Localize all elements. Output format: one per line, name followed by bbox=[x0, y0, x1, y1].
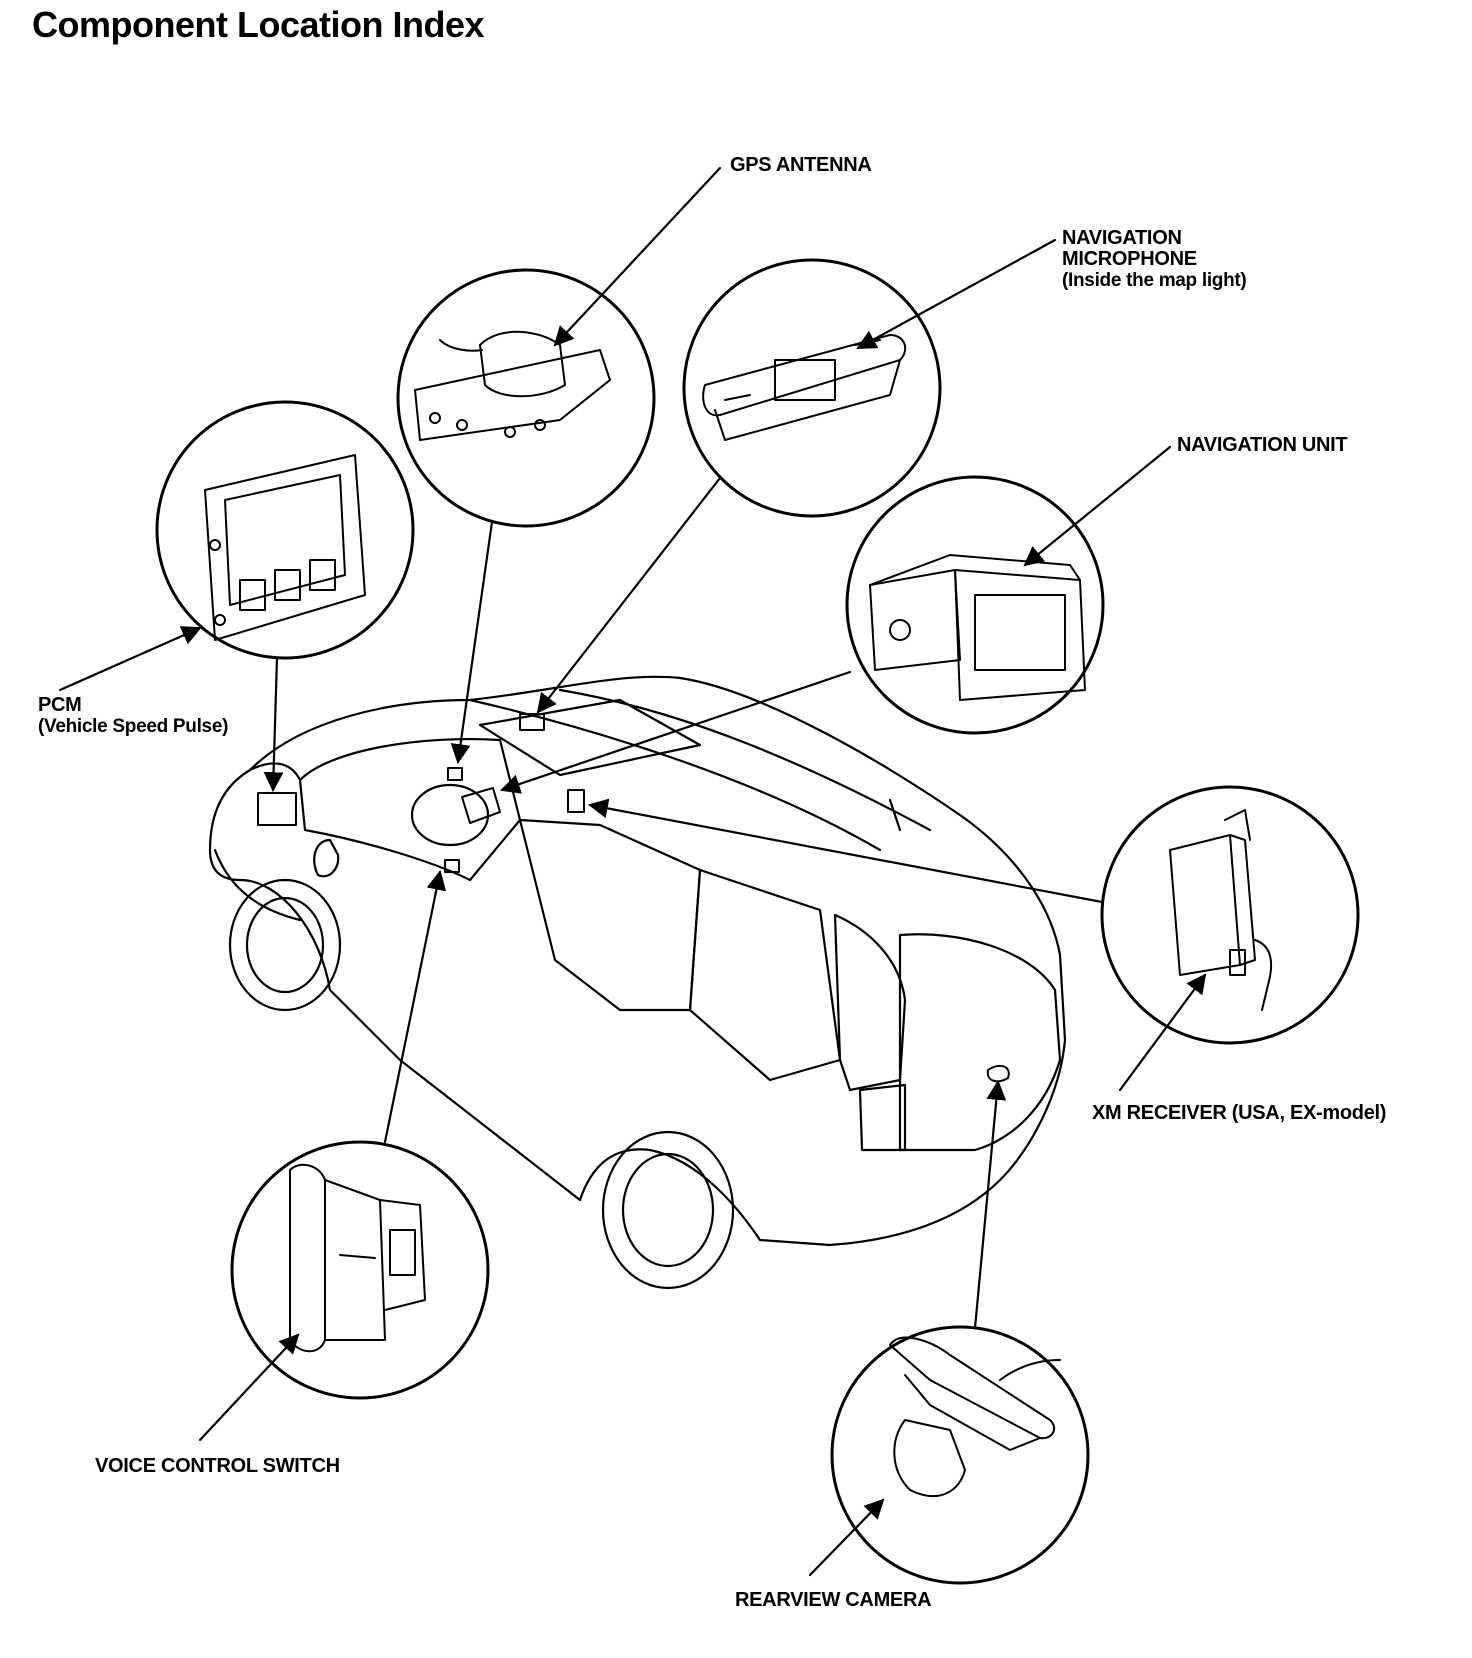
voice-switch-icon bbox=[289, 1163, 426, 1353]
rearview-camera-leader bbox=[808, 1498, 885, 1577]
xm-receiver-icon bbox=[1169, 809, 1273, 1011]
pcm-label-line1: PCM bbox=[38, 694, 82, 716]
gps-antenna-detail-circle bbox=[396, 268, 656, 528]
nav-mic-connector bbox=[536, 476, 722, 714]
voice-switch-leader bbox=[198, 1333, 300, 1442]
component-markers bbox=[257, 713, 1010, 1083]
nav-unit-detail-circle bbox=[845, 475, 1105, 735]
voice-switch-marker bbox=[444, 859, 460, 873]
rearview-camera-icon bbox=[889, 1336, 1061, 1497]
pcm-detail-circle bbox=[155, 400, 415, 660]
xm-receiver-leader bbox=[1118, 973, 1207, 1092]
nav-mic-detail-circle bbox=[682, 258, 942, 518]
nav-unit-icon bbox=[869, 554, 1086, 701]
rearview-camera-marker bbox=[986, 1064, 1010, 1083]
rearview-camera-detail-circle bbox=[830, 1325, 1090, 1585]
nav-mic-marker bbox=[447, 767, 463, 781]
pcm-label-note: (Vehicle Speed Pulse) bbox=[38, 716, 229, 737]
pcm-label: PCM (Vehicle Speed Pulse) bbox=[38, 694, 229, 738]
nav-unit-leader bbox=[1023, 445, 1172, 567]
gps-antenna-icon bbox=[414, 330, 611, 441]
rearview-camera-connector bbox=[973, 1080, 1007, 1330]
xm-receiver-label: XM RECEIVER (USA, EX-model) bbox=[1092, 1102, 1387, 1124]
voice-switch-connector bbox=[383, 870, 447, 1144]
gps-antenna-marker bbox=[519, 713, 545, 731]
pcm-icon bbox=[204, 454, 366, 641]
voice-switch-detail-circle bbox=[230, 1140, 490, 1400]
voice-switch-label: VOICE CONTROL SWITCH bbox=[95, 1455, 340, 1477]
vehicle-illustration bbox=[208, 675, 1067, 1290]
nav-unit-label: NAVIGATION UNIT bbox=[1177, 434, 1348, 456]
gps-antenna-label: GPS ANTENNA bbox=[730, 154, 872, 176]
gps-antenna-connector bbox=[450, 520, 494, 764]
nav-unit-connector bbox=[500, 670, 852, 794]
pcm-leader bbox=[58, 626, 202, 692]
gps-antenna-leader bbox=[553, 166, 722, 347]
nav-mic-icon bbox=[702, 334, 907, 441]
rearview-camera-label: REARVIEW CAMERA bbox=[735, 1589, 932, 1611]
pcm-marker bbox=[257, 792, 297, 826]
page-title: Component Location Index bbox=[32, 4, 485, 45]
leader-lines bbox=[58, 166, 1207, 1577]
nav-mic-label-line1: NAVIGATION bbox=[1062, 227, 1182, 249]
pcm-connector bbox=[263, 656, 284, 792]
detail-circles bbox=[155, 258, 1360, 1585]
xm-receiver-connector bbox=[588, 798, 1104, 904]
nav-unit-marker bbox=[461, 787, 501, 824]
nav-mic-label-line2: MICROPHONE bbox=[1062, 248, 1197, 270]
xm-receiver-marker bbox=[567, 789, 585, 813]
nav-mic-leader bbox=[856, 238, 1057, 350]
xm-receiver-detail-circle bbox=[1100, 785, 1360, 1045]
nav-mic-label: NAVIGATION MICROPHONE (Inside the map li… bbox=[1062, 227, 1247, 292]
nav-mic-label-note: (Inside the map light) bbox=[1062, 270, 1247, 291]
